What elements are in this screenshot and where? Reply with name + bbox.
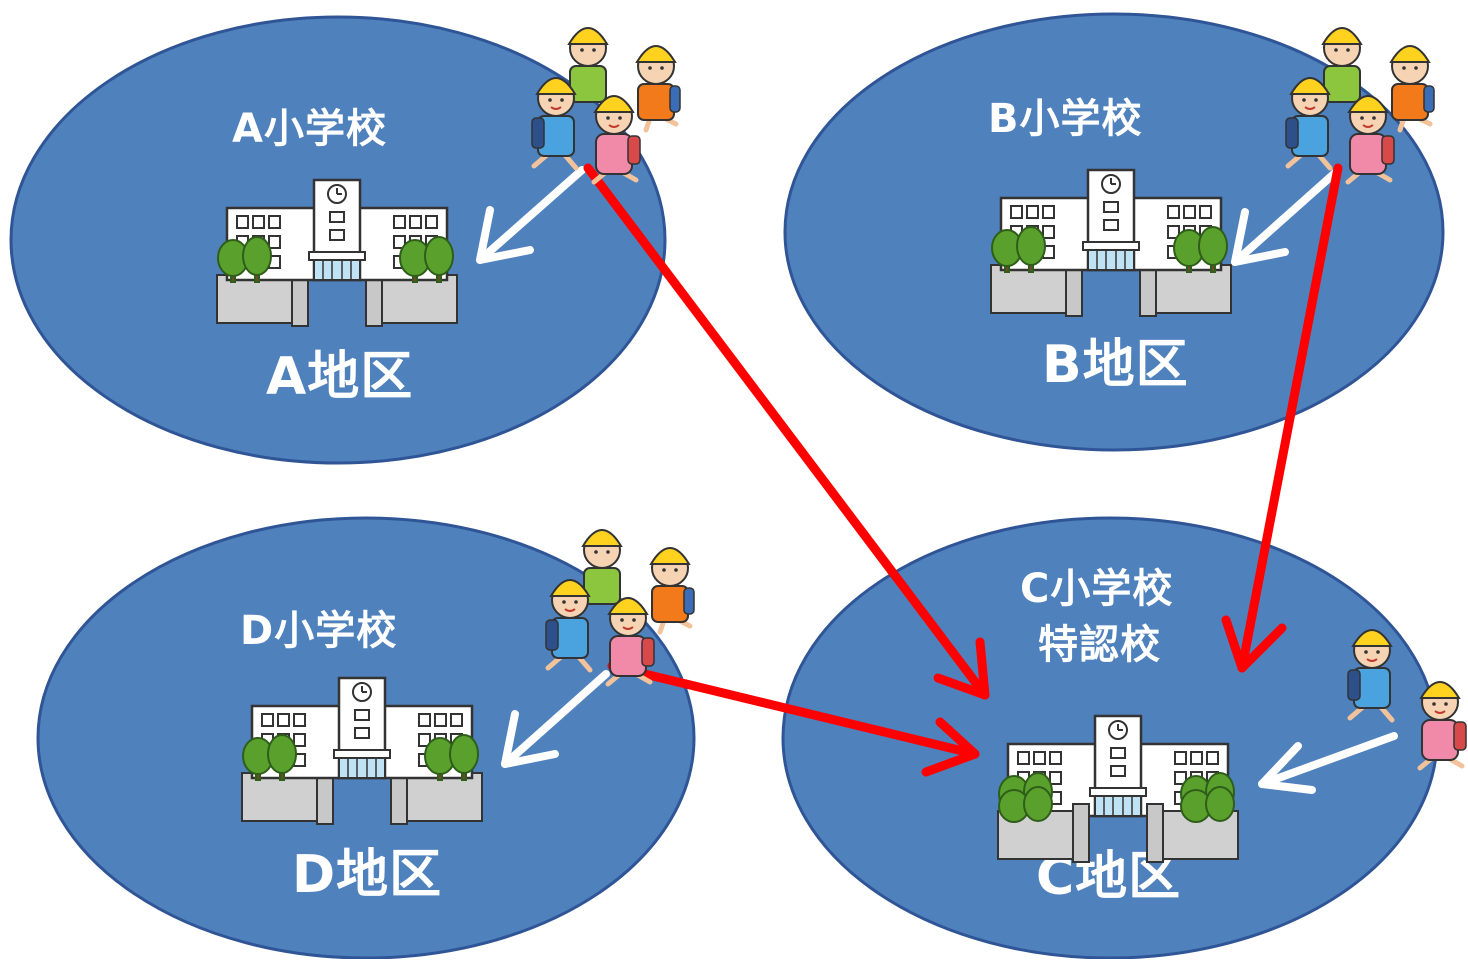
school-c-special-label: 特認校 — [1038, 622, 1161, 668]
red-arrow-d-to-c — [607, 661, 980, 777]
school-b-label: B小学校 — [988, 96, 1143, 142]
school-c-label: C小学校 — [1020, 566, 1174, 612]
white-arrow-a — [476, 166, 586, 264]
white-arrow-b — [1231, 168, 1340, 266]
white-arrow-c — [1258, 732, 1398, 794]
school-a-label: A小学校 — [232, 106, 387, 152]
red-arrow-b-to-c — [1221, 163, 1343, 673]
district-b-label: B地区 — [1042, 335, 1189, 395]
school-d-label: D小学校 — [240, 608, 398, 654]
white-arrow-d — [501, 670, 610, 768]
district-d-label: D地区 — [292, 845, 443, 905]
red-arrow-a-to-c — [583, 163, 990, 700]
district-a-label: A地区 — [266, 347, 414, 407]
